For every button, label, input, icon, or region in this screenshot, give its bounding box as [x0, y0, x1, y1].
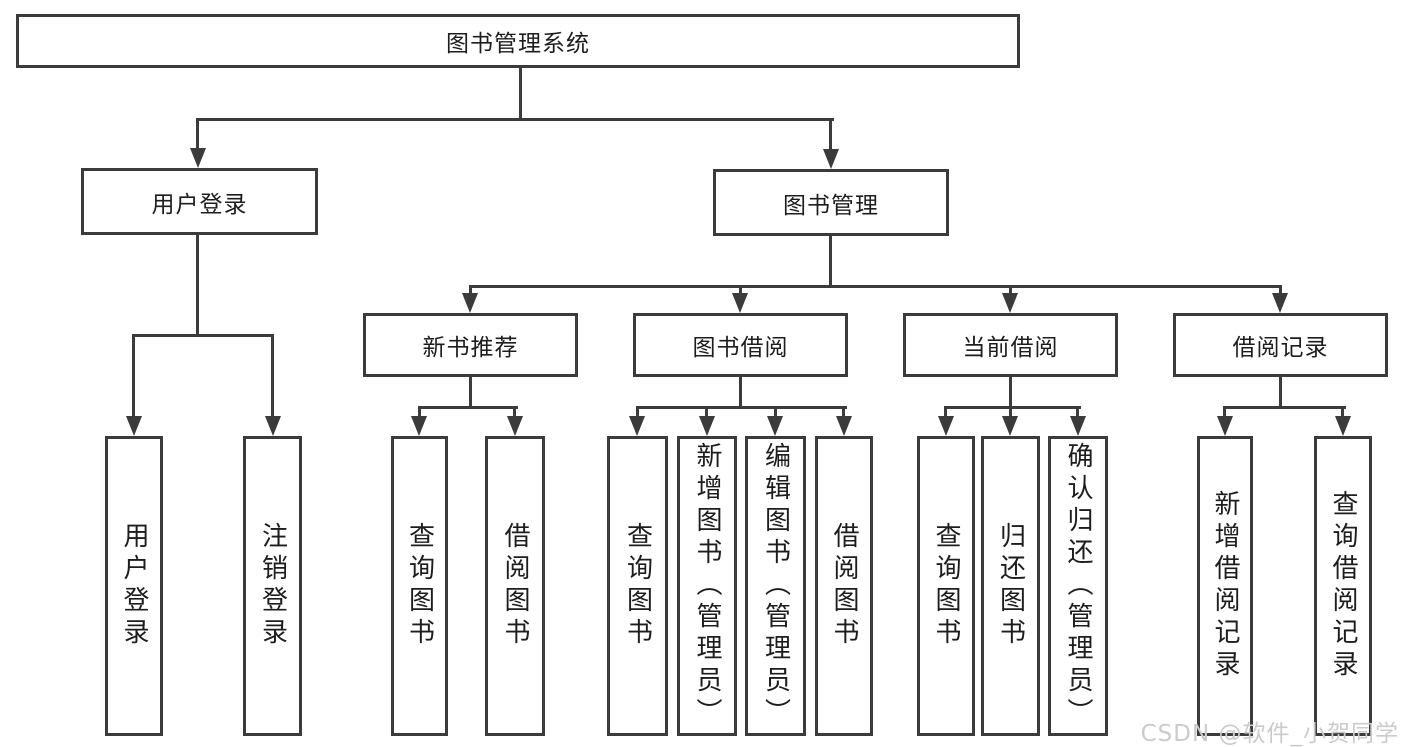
leaf-label: 新增图书（管理员）: [692, 442, 722, 730]
connector-v: [196, 118, 199, 152]
connector-v: [829, 118, 832, 152]
leaf-add-book-admin: 新增图书（管理员）: [677, 436, 737, 736]
leaf-query-books-recommend: 查询图书: [391, 436, 448, 736]
node-book-management: 图书管理: [713, 169, 949, 236]
connector-v: [1009, 377, 1012, 409]
connector-v: [418, 406, 421, 418]
node-label: 用户登录: [151, 191, 248, 218]
arrow-down-icon: [1272, 293, 1288, 313]
leaf-logout: 注销登录: [243, 436, 302, 736]
connector-v: [1009, 285, 1012, 297]
connector-v: [705, 406, 708, 418]
arrow-down-icon: [1002, 416, 1018, 436]
connector-v: [271, 334, 274, 418]
node-book-borrow: 图书借阅: [633, 313, 848, 377]
arrow-down-icon: [126, 416, 142, 436]
arrow-down-icon: [507, 416, 523, 436]
watermark: CSDN @软件_小贺同学: [1140, 721, 1399, 747]
connector-h: [469, 285, 1282, 288]
arrow-down-icon: [265, 416, 281, 436]
leaf-label: 注销登录: [257, 522, 288, 650]
leaf-borrow-books-recommend: 借阅图书: [485, 436, 545, 736]
node-borrow-records: 借阅记录: [1173, 313, 1388, 377]
node-label: 借阅记录: [1232, 335, 1329, 361]
connector-v: [1279, 377, 1282, 409]
leaf-label: 用户登录: [119, 522, 149, 650]
arrow-down-icon: [462, 293, 478, 313]
leaf-label: 新增借阅记录: [1210, 490, 1240, 682]
node-user-login: 用户登录: [81, 168, 318, 235]
arrow-down-icon: [836, 416, 852, 436]
arrow-down-icon: [699, 416, 715, 436]
leaf-return-book: 归还图书: [981, 436, 1040, 736]
leaf-user-login: 用户登录: [105, 436, 163, 736]
node-current-borrow: 当前借阅: [903, 313, 1118, 377]
node-label: 图书管理: [783, 192, 879, 219]
leaf-label: 查询图书: [404, 522, 435, 650]
leaf-confirm-return-admin: 确认归还（管理员）: [1048, 436, 1108, 736]
arrow-down-icon: [629, 416, 645, 436]
leaf-label: 编辑图书（管理员）: [760, 442, 791, 730]
leaf-label: 借阅图书: [500, 522, 530, 650]
connector-v: [1223, 406, 1226, 418]
connector-v: [1341, 406, 1344, 418]
connector-v: [774, 406, 777, 418]
node-library-system: 图书管理系统: [16, 14, 1020, 68]
arrow-down-icon: [1217, 416, 1233, 436]
connector-v: [829, 236, 832, 288]
arrow-down-icon: [1335, 416, 1351, 436]
leaf-label: 查询图书: [931, 522, 961, 650]
connector-v: [842, 406, 845, 418]
leaf-query-books-borrow: 查询图书: [607, 436, 668, 736]
arrow-down-icon: [190, 148, 206, 168]
connector-h: [197, 118, 834, 121]
leaf-label: 查询图书: [622, 522, 653, 650]
node-label: 图书管理系统: [446, 31, 590, 57]
leaf-edit-book-admin: 编辑图书（管理员）: [745, 436, 806, 736]
connector-h: [944, 406, 1081, 409]
arrow-down-icon: [767, 416, 783, 436]
connector-v: [1279, 285, 1282, 297]
connector-h: [636, 406, 847, 409]
connector-v: [469, 377, 472, 409]
arrow-down-icon: [411, 416, 427, 436]
connector-v: [739, 377, 742, 409]
connector-v: [1009, 406, 1012, 418]
connector-v: [469, 285, 472, 297]
connector-h: [132, 334, 274, 337]
leaf-label: 确认归还（管理员）: [1063, 442, 1093, 730]
arrow-down-icon: [1002, 293, 1018, 313]
arrow-down-icon: [823, 149, 839, 169]
leaf-query-borrow-record: 查询借阅记录: [1314, 436, 1372, 736]
connector-v: [739, 285, 742, 297]
leaf-add-borrow-record: 新增借阅记录: [1197, 436, 1253, 736]
node-label: 新书推荐: [422, 335, 519, 361]
leaf-label: 查询借阅记录: [1328, 490, 1358, 682]
leaf-label: 借阅图书: [829, 522, 859, 650]
connector-v: [1076, 406, 1079, 418]
connector-h: [1223, 406, 1346, 409]
connector-v: [196, 235, 199, 337]
connector-v: [519, 68, 522, 121]
node-new-book-recommend: 新书推荐: [363, 313, 578, 377]
arrow-down-icon: [1070, 416, 1086, 436]
leaf-borrow-books: 借阅图书: [815, 436, 873, 736]
arrow-down-icon: [732, 293, 748, 313]
connector-v: [132, 334, 135, 418]
node-label: 当前借阅: [962, 335, 1059, 361]
connector-h: [418, 406, 518, 409]
connector-v: [513, 406, 516, 418]
node-label: 图书借阅: [692, 335, 789, 361]
arrow-down-icon: [938, 416, 954, 436]
leaf-label: 归还图书: [995, 522, 1026, 650]
connector-v: [944, 406, 947, 418]
leaf-query-books-current: 查询图书: [917, 436, 975, 736]
connector-v: [636, 406, 639, 418]
